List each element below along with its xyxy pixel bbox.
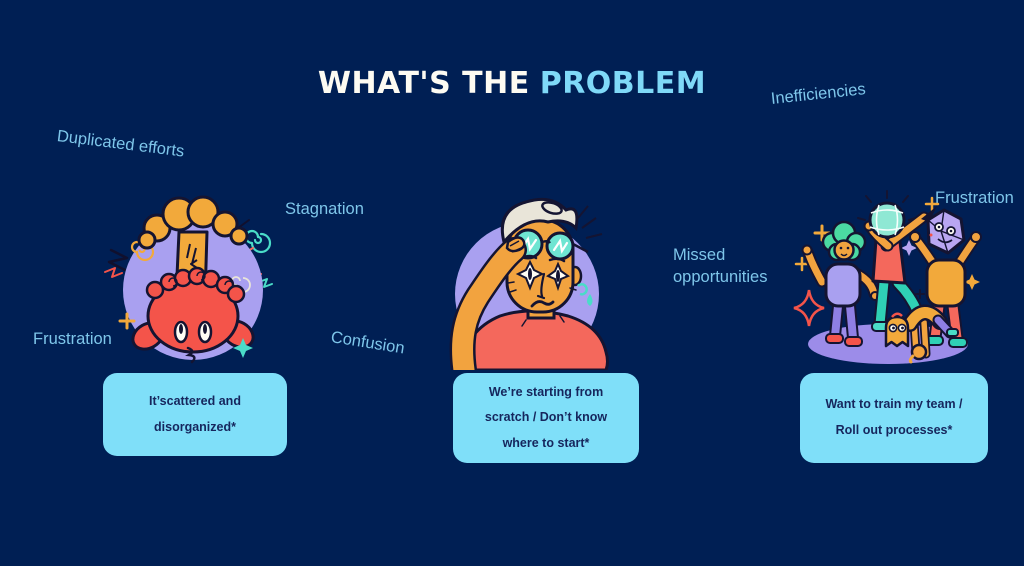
dancing-group-illustration	[793, 190, 982, 364]
sparkles	[793, 196, 980, 327]
sparkles	[118, 312, 253, 358]
pain-point-card-2-text: We’re starting from scratch / Don’t know…	[484, 384, 608, 450]
worried-face	[507, 254, 577, 327]
pain-point-card-1-text: It’scattered and disorganized*	[149, 393, 241, 434]
title-text-white: WHAT'S THE	[317, 66, 530, 101]
ghost-figure	[884, 312, 910, 348]
label-duplicated-efforts: Duplicated efforts	[55, 127, 186, 161]
label-missed-opportunities: Missed opportunities	[673, 246, 768, 287]
pain-point-card-2: We’re starting from scratch / Don’t know…	[453, 373, 639, 463]
label-stagnation: Stagnation	[285, 200, 364, 218]
pain-point-card-1: It’scattered and disorganized*	[103, 373, 287, 456]
label-confusion: Confusion	[329, 328, 406, 358]
raised-arm	[449, 236, 527, 370]
dancer-disco-head	[857, 190, 937, 332]
shirt	[456, 309, 609, 370]
label-frustration-left: Frustration	[33, 330, 112, 348]
handstand-figure	[902, 304, 959, 364]
pain-point-card-3: Want to train my team / Roll out process…	[800, 373, 988, 463]
dancer-left	[801, 220, 880, 347]
title-text-accent: PROBLEM	[539, 66, 707, 101]
pain-point-card-3-text: Want to train my team / Roll out process…	[825, 397, 963, 437]
sweat-marks	[577, 283, 593, 306]
label-frustration-right: Frustration	[935, 189, 1014, 207]
exploding-head-illustration	[104, 195, 273, 364]
confused-man-lifting-glasses-illustration	[449, 197, 609, 370]
upside-down-face	[131, 266, 255, 364]
page-title: WHAT'S THE PROBLEM	[0, 66, 1024, 101]
